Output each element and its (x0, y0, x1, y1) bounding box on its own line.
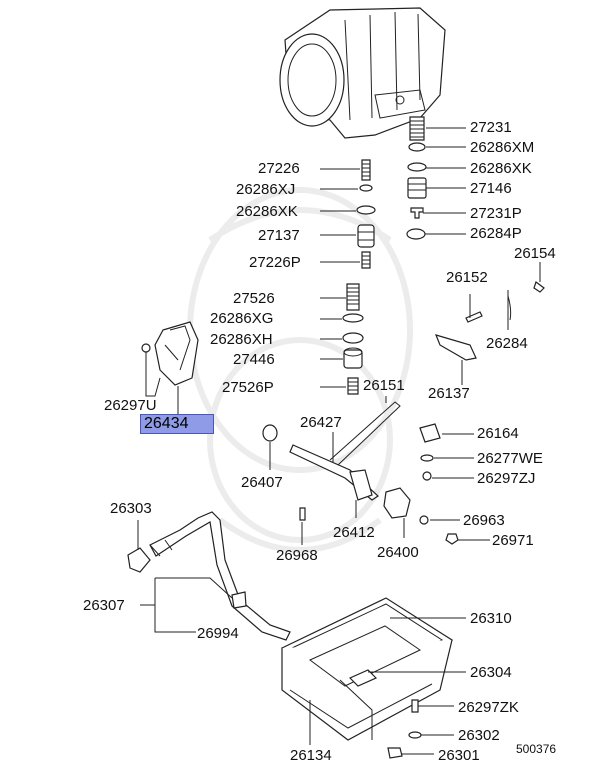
valve-body-cover (141, 321, 199, 386)
leader-lines (137, 127, 541, 755)
label-26304[interactable]: 26304 (470, 664, 512, 681)
label-27226[interactable]: 27226 (258, 160, 300, 177)
label-26154[interactable]: 26154 (514, 245, 556, 262)
valve-parts-right (406, 116, 427, 240)
label-26307[interactable]: 26307 (83, 597, 125, 614)
label-26277WE[interactable]: 26277WE (477, 450, 543, 467)
label-27231[interactable]: 27231 (470, 119, 512, 136)
label-26286XG[interactable]: 26286XG (210, 310, 274, 327)
label-26407[interactable]: 26407 (241, 474, 283, 491)
label-26968[interactable]: 26968 (276, 547, 318, 564)
label-26284[interactable]: 26284 (486, 335, 528, 352)
label-26152[interactable]: 26152 (446, 269, 488, 286)
label-26286XK-a[interactable]: 26286XK (470, 160, 532, 177)
diagram-number: 500376 (516, 742, 557, 756)
label-26164[interactable]: 26164 (477, 425, 519, 442)
label-26303[interactable]: 26303 (110, 500, 152, 517)
label-26286XJ[interactable]: 26286XJ (236, 181, 296, 198)
label-26286XK-b[interactable]: 26286XK (236, 203, 298, 220)
label-26310[interactable]: 26310 (470, 610, 512, 627)
oil-filler-tube (127, 511, 291, 641)
label-26971[interactable]: 26971 (492, 532, 534, 549)
oil-pan (280, 597, 454, 741)
transmission-case (279, 7, 446, 139)
label-26286XM[interactable]: 26286XM (470, 139, 535, 156)
label-26434[interactable]: 26434 (144, 415, 189, 432)
label-26994[interactable]: 26994 (197, 625, 239, 642)
label-26284P[interactable]: 26284P (470, 225, 522, 242)
linkage-small-parts (419, 281, 545, 545)
label-27526P[interactable]: 27526P (222, 379, 274, 396)
label-26400[interactable]: 26400 (377, 544, 419, 561)
label-26134[interactable]: 26134 (290, 747, 332, 764)
label-26297ZJ[interactable]: 26297ZJ (477, 470, 536, 487)
label-26963[interactable]: 26963 (463, 512, 505, 529)
highlight-box (140, 414, 214, 434)
label-26412[interactable]: 26412 (333, 524, 375, 541)
label-27526[interactable]: 27526 (233, 290, 275, 307)
label-27146[interactable]: 27146 (470, 180, 512, 197)
label-27446[interactable]: 27446 (233, 351, 275, 368)
label-27226P[interactable]: 27226P (249, 254, 301, 271)
label-26427[interactable]: 26427 (300, 414, 342, 431)
label-26297ZK[interactable]: 26297ZK (458, 699, 519, 716)
label-26297U[interactable]: 26297U (104, 397, 157, 414)
label-26286XH[interactable]: 26286XH (210, 331, 273, 348)
pan-fasteners (387, 699, 422, 759)
shift-linkage (262, 401, 411, 521)
label-26137[interactable]: 26137 (428, 385, 470, 402)
watermark-emblem (187, 187, 413, 553)
label-26151[interactable]: 26151 (363, 377, 405, 394)
valve-parts-center (342, 159, 376, 395)
label-26302[interactable]: 26302 (458, 727, 500, 744)
label-27137[interactable]: 27137 (258, 227, 300, 244)
label-26301[interactable]: 26301 (438, 747, 480, 764)
label-27231P[interactable]: 27231P (470, 205, 522, 222)
